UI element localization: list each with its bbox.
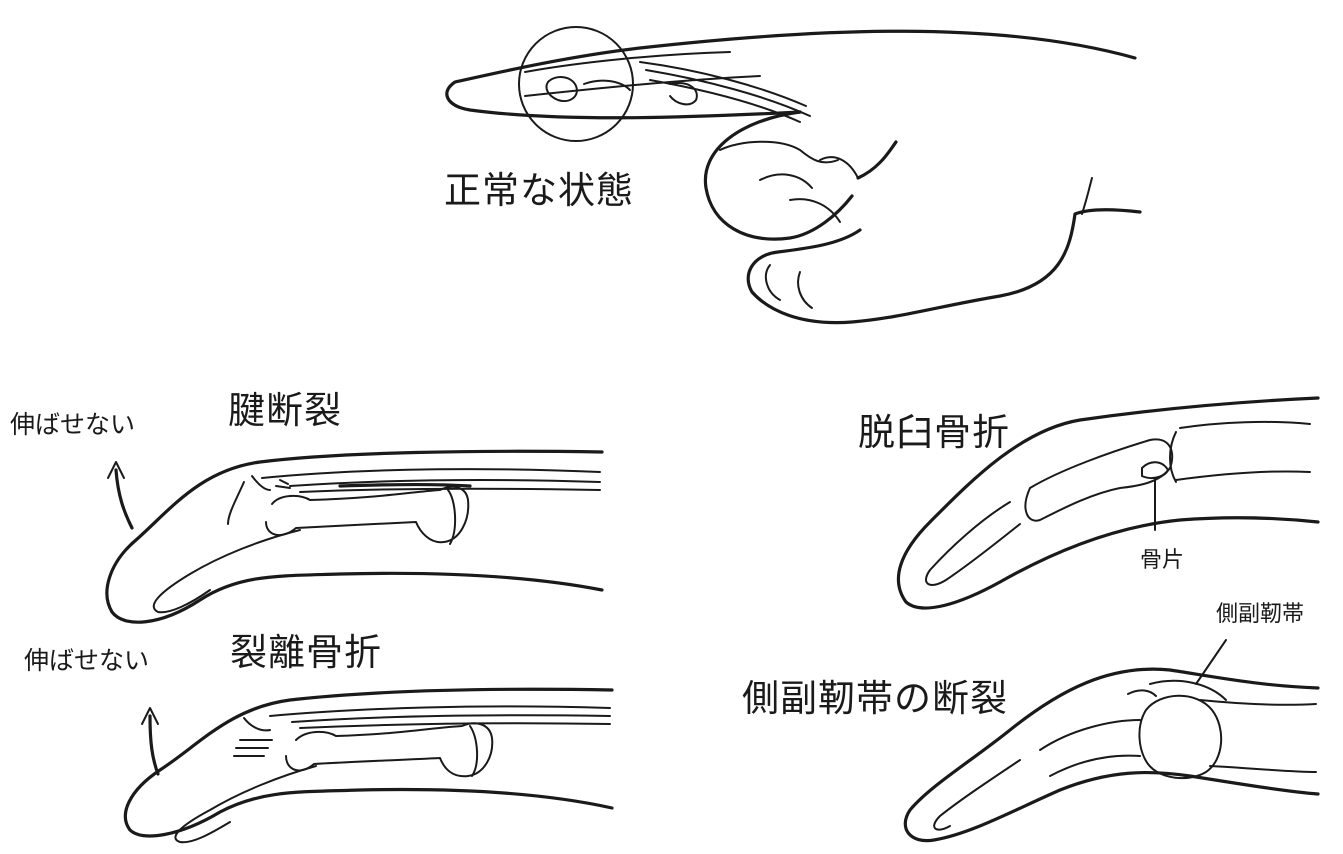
label-normal: 正常な状態 — [444, 172, 634, 209]
label-cannot-extend-1: 伸ばせない — [10, 412, 135, 437]
label-tendon-rupture: 腱断裂 — [228, 392, 342, 429]
collateral-ligament-rupture-illustration — [905, 640, 1318, 841]
label-avulsion-fracture: 裂離骨折 — [230, 634, 382, 671]
label-collateral-ligament-rupture: 側副靭帯の断裂 — [742, 680, 1008, 717]
label-collateral-ligament: 側副靭帯 — [1216, 604, 1304, 626]
label-bone-fragment: 骨片 — [1140, 550, 1184, 572]
label-cannot-extend-2: 伸ばせない — [24, 648, 149, 673]
avulsion-fracture-illustration — [125, 689, 612, 842]
label-dislocation-fracture: 脱臼骨折 — [858, 414, 1010, 451]
tendon-rupture-illustration — [107, 451, 602, 622]
